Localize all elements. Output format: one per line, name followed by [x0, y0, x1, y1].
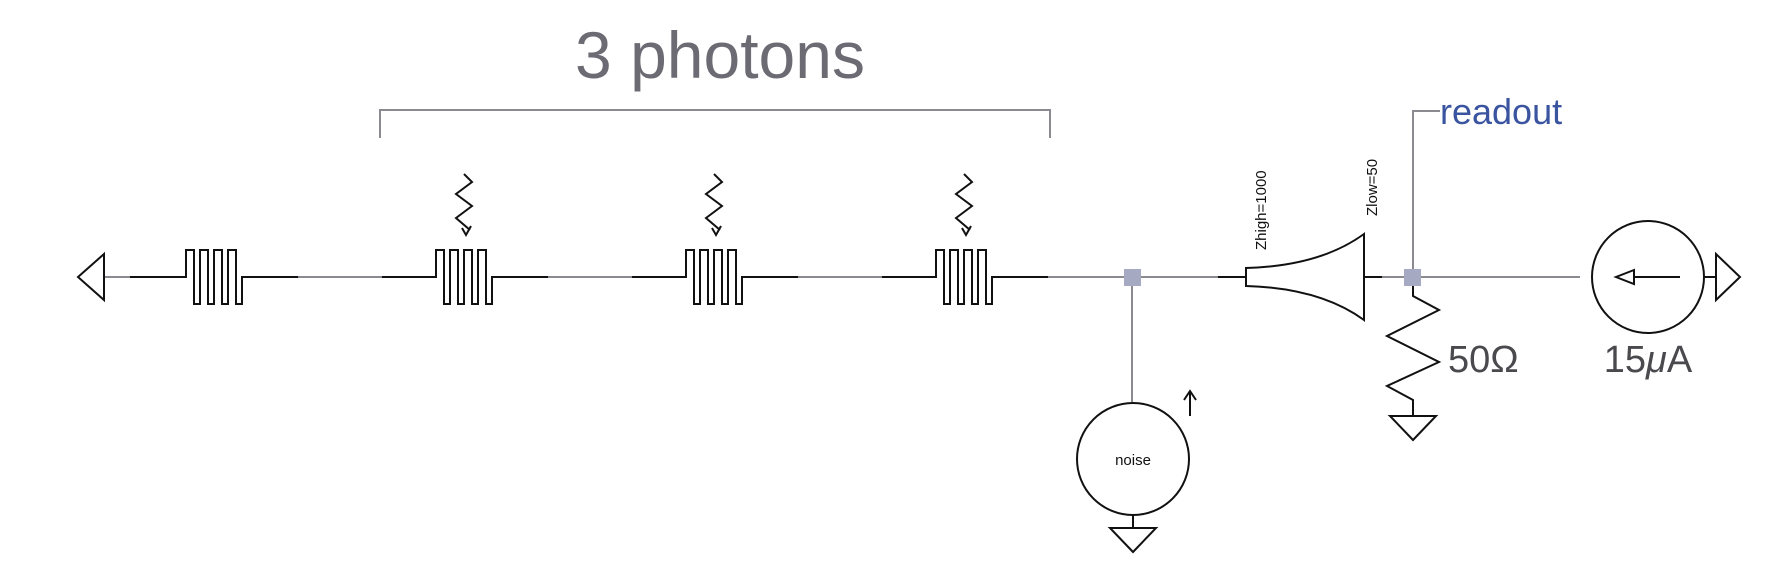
photons-bracket: [379, 109, 1051, 138]
readout-wire: [1412, 110, 1440, 277]
resonator-3: [632, 249, 798, 305]
photon-arrow-icon: [954, 173, 974, 238]
resonator-1: [130, 249, 298, 305]
taper-transformer: [1218, 232, 1382, 322]
z-low-label: Zlow=50: [1364, 159, 1381, 216]
right-ground-terminal: [1715, 251, 1742, 303]
resistor-value-label: 50Ω: [1448, 339, 1519, 381]
micro-symbol: μ: [1645, 339, 1667, 381]
current-direction-icon: [1613, 268, 1680, 286]
resistor-50-ohm: [1384, 286, 1442, 416]
noise-arrow-icon: [1183, 389, 1197, 416]
left-ground-terminal: [76, 251, 105, 303]
noise-label: noise: [1115, 452, 1151, 469]
resonator-4: [882, 249, 1048, 305]
current-unit: A: [1667, 339, 1693, 381]
resonator-2: [382, 249, 548, 305]
readout-node: [1404, 269, 1421, 286]
readout-label: readout: [1440, 91, 1562, 132]
z-high-label: Zhigh=1000: [1253, 170, 1270, 250]
noise-ground-icon: [1107, 527, 1159, 554]
photons-label: 3 photons: [575, 18, 865, 92]
photon-arrow-icon: [704, 173, 724, 238]
current-value-label: 15μA: [1604, 339, 1693, 381]
resistor-ground-icon: [1387, 415, 1439, 442]
photon-arrow-icon: [454, 173, 474, 238]
noise-node: [1124, 269, 1141, 286]
current-value-number: 15: [1604, 339, 1646, 381]
